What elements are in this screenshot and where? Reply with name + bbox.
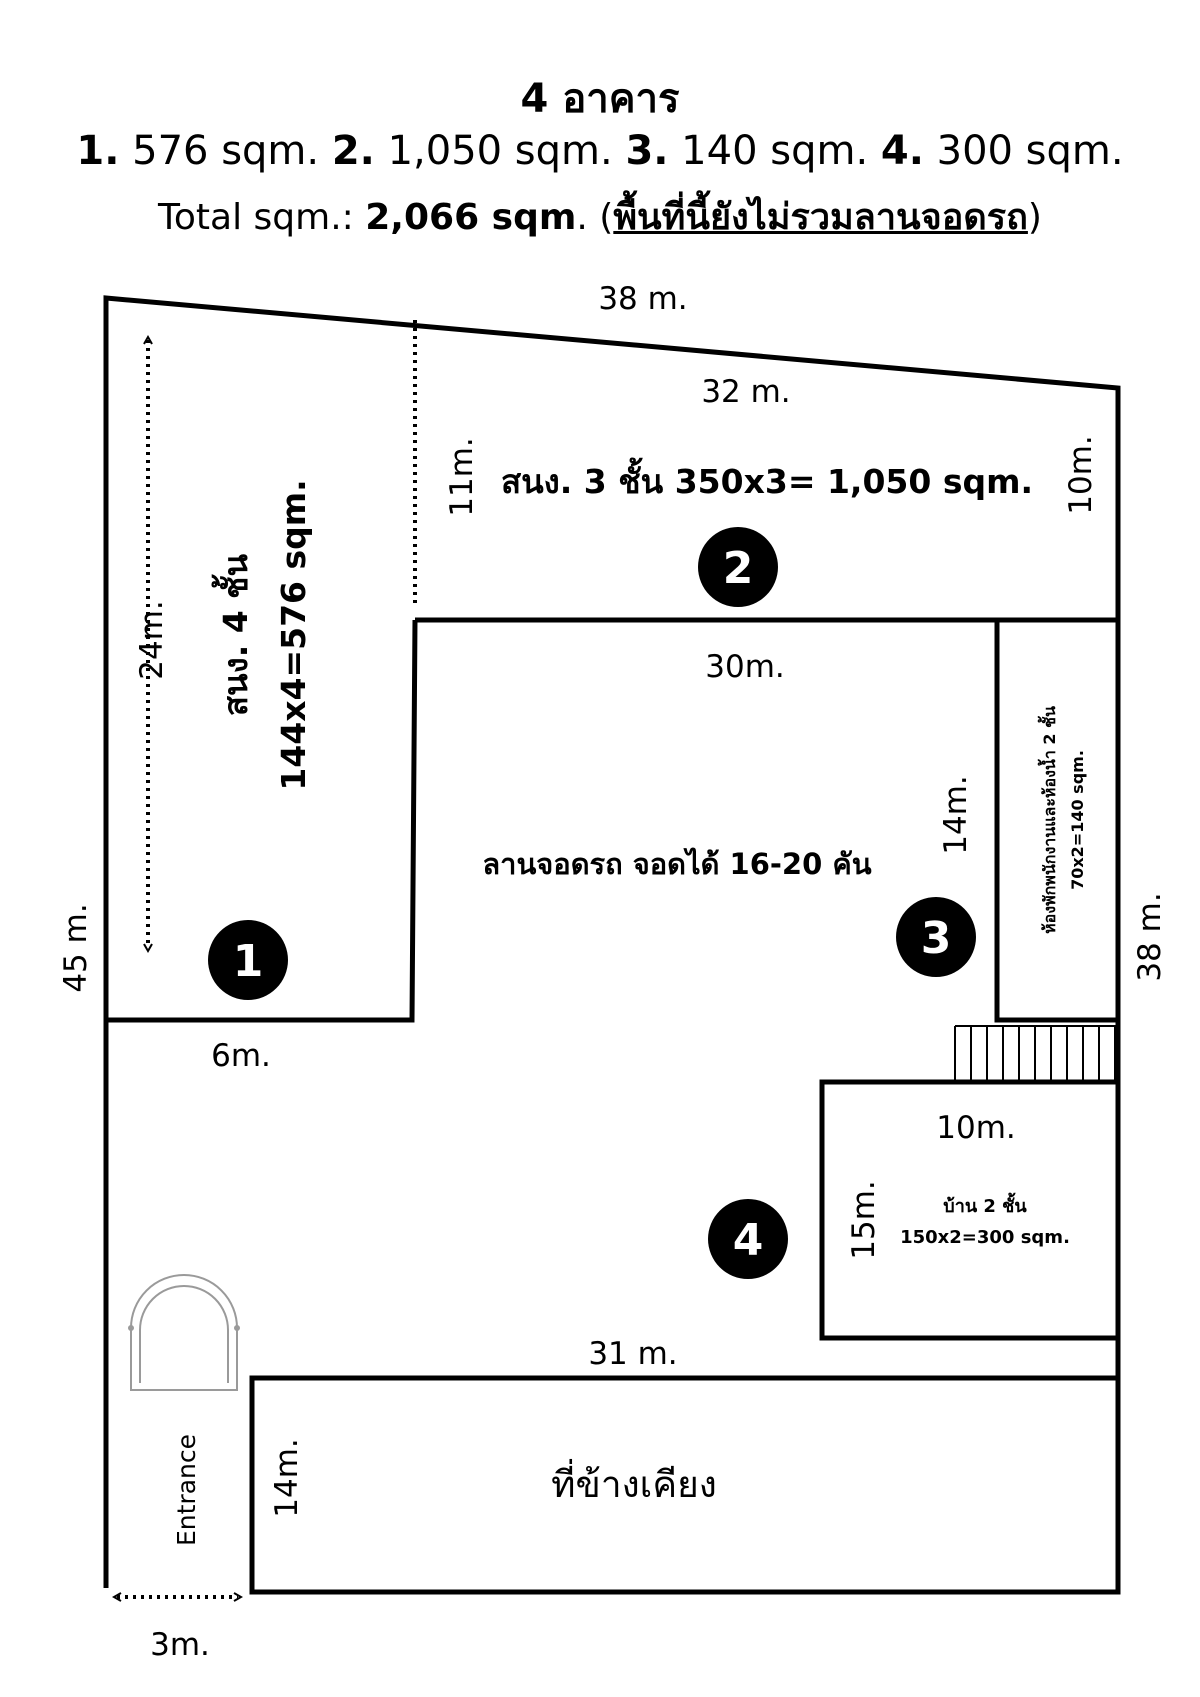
- marker-4: 4: [708, 1199, 788, 1279]
- marker-2: 2: [698, 527, 778, 607]
- building-4-label-line2: 150x2=300 sqm.: [900, 1227, 1070, 1248]
- dim-38-right: 38 m.: [1132, 892, 1168, 981]
- dim-3: 3m.: [150, 1627, 210, 1663]
- dim-30: 30m.: [705, 649, 785, 685]
- area-1-num: 1.: [76, 128, 120, 174]
- building-1-label-line1: สนง. 4 ชั้น: [211, 553, 255, 716]
- marker-4-number: 4: [733, 1215, 764, 1266]
- dim-14-parking: 14m.: [938, 775, 974, 855]
- dim-15: 15m.: [846, 1180, 882, 1260]
- total-mid: . (: [576, 197, 614, 238]
- marker-3: 3: [896, 897, 976, 977]
- area-2-value: 1,050 sqm.: [374, 128, 626, 174]
- total-value: 2,066 sqm: [365, 197, 577, 238]
- area-summary: 1. 576 sqm. 2. 1,050 sqm. 3. 140 sqm. 4.…: [0, 128, 1200, 174]
- building-4-label-line1: บ้าน 2 ชั้น: [943, 1192, 1027, 1217]
- area-1-value: 576 sqm.: [119, 128, 332, 174]
- marker-2-number: 2: [723, 543, 754, 594]
- marker-1-number: 1: [233, 936, 264, 987]
- total-suffix: ): [1027, 197, 1042, 238]
- building-3-outline: [994, 620, 1118, 1023]
- building-1-outline: [106, 619, 418, 1023]
- page-title: 4 อาคาร: [520, 76, 680, 122]
- dim-10-house: 10m.: [936, 1110, 1016, 1146]
- dim-45: 45 m.: [58, 903, 94, 992]
- dim-top-38: 38 m.: [598, 281, 687, 317]
- area-3-num: 3.: [625, 128, 669, 174]
- building-2-label: สนง. 3 ชั้น 350x3= 1,050 sqm.: [501, 457, 1033, 501]
- dim-6: 6m.: [211, 1038, 271, 1074]
- neighbor-label: ที่ข้างเคียง: [551, 1458, 717, 1506]
- area-4-num: 4.: [880, 128, 924, 174]
- parking-label: ลานจอดรถ จอดได้ 16-20 คัน: [482, 847, 871, 881]
- gate-icon: [128, 1274, 240, 1391]
- area-3-value: 140 sqm.: [668, 128, 881, 174]
- area-2-num: 2.: [331, 128, 375, 174]
- entrance-label: Entrance: [172, 1434, 201, 1546]
- site-outline: [103, 295, 1121, 1592]
- dim-31: 31 m.: [588, 1336, 677, 1372]
- total-prefix: Total sqm.:: [158, 197, 366, 238]
- building-1-label-line2: 144x4=576 sqm.: [274, 479, 313, 790]
- stairs: [954, 1025, 1118, 1080]
- property-boundary: [103, 295, 1121, 1592]
- building-3-label-line2: 70x2=140 sqm.: [1068, 750, 1087, 890]
- dim-14-bottom: 14m.: [269, 1438, 305, 1518]
- neighbor-lot-outline: [249, 1375, 1121, 1595]
- total-area: Total sqm.: 2,066 sqm. (พื้นที่นี้ยังไม่…: [0, 188, 1200, 245]
- total-note: พื้นที่นี้ยังไม่รวมลานจอดรถ: [613, 197, 1028, 238]
- area-4-value: 300 sqm.: [923, 128, 1124, 174]
- dim-32: 32 m.: [701, 374, 790, 410]
- marker-3-number: 3: [921, 913, 952, 964]
- dim-10: 10m.: [1063, 435, 1099, 515]
- dim-24: 24m.: [134, 600, 170, 680]
- marker-1: 1: [208, 920, 288, 1000]
- building-3-label-line1: ห้องพักพนักงานและห้องน้ำ 2 ชั้น: [1037, 706, 1059, 934]
- dim-11: 11m.: [444, 437, 480, 517]
- building-4-outline: [819, 1079, 1118, 1341]
